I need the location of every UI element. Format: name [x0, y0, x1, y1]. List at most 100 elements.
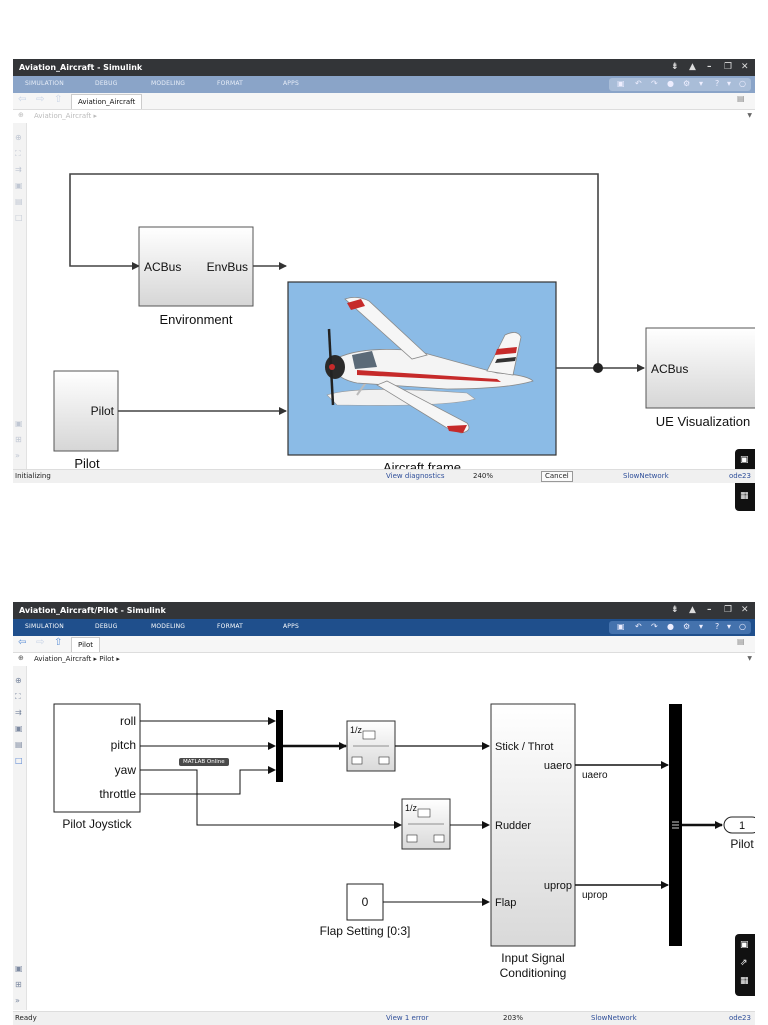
back-icon[interactable]: ⇦: [18, 637, 27, 648]
hierarchy-icon[interactable]: ⊞: [15, 435, 22, 444]
area-icon[interactable]: □: [15, 213, 23, 222]
back-icon[interactable]: ⇦: [18, 94, 27, 105]
tab-simulation[interactable]: SIMULATION: [25, 80, 64, 87]
help-circle-icon[interactable]: ?: [715, 79, 720, 88]
expand-palette-icon[interactable]: »: [15, 996, 20, 1005]
tab-format[interactable]: FORMAT: [217, 80, 244, 87]
browser-icon[interactable]: ▤: [737, 94, 745, 103]
chevron-down-icon[interactable]: ▾: [727, 79, 732, 88]
breadcrumb-dropdown-icon[interactable]: ▼: [747, 112, 752, 119]
settings-icon[interactable]: ⚙: [683, 622, 691, 631]
find-icon[interactable]: ●: [667, 622, 674, 631]
expand-palette-icon[interactable]: »: [15, 451, 20, 460]
throttle-line[interactable]: [140, 766, 276, 795]
annotation-icon[interactable]: ▤: [15, 197, 23, 206]
layout-icon[interactable]: ▾: [699, 79, 704, 88]
breadcrumb-dropdown-icon[interactable]: ▼: [747, 655, 752, 662]
forward-icon[interactable]: ⇨: [36, 637, 45, 648]
tab-debug[interactable]: DEBUG: [95, 80, 118, 87]
tab-apps[interactable]: APPS: [283, 80, 299, 87]
environment-block[interactable]: [138, 226, 254, 307]
help-icon[interactable]: ▲: [689, 605, 696, 615]
image-icon[interactable]: ▣: [15, 181, 23, 190]
solver-status[interactable]: ode23: [729, 472, 751, 480]
pilot-joystick-block[interactable]: [53, 703, 141, 813]
minimize-icon[interactable]: –: [707, 605, 712, 615]
find-icon[interactable]: ●: [667, 79, 674, 88]
expand-icon[interactable]: ○: [739, 79, 746, 88]
tab-format[interactable]: FORMAT: [217, 623, 244, 630]
up-icon[interactable]: ⇧: [54, 94, 63, 105]
yaw-line[interactable]: [140, 769, 402, 829]
arrow-icon[interactable]: ⇉: [15, 708, 22, 717]
input-signal-conditioning-block[interactable]: [490, 703, 576, 947]
expand-icon[interactable]: ○: [739, 622, 746, 631]
title-bar: Aviation_Aircraft - Simulink ⇟ ▲ – ❐ ✕: [13, 59, 755, 76]
print-icon[interactable]: ▣: [740, 940, 749, 950]
fit-icon[interactable]: ⛶: [15, 692, 21, 701]
tab-modeling[interactable]: MODELING: [151, 80, 186, 87]
minimize-icon[interactable]: –: [707, 62, 712, 72]
redo-icon[interactable]: ↷: [651, 622, 658, 631]
tab-debug[interactable]: DEBUG: [95, 623, 118, 630]
view-diagnostics-link[interactable]: View diagnostics: [386, 472, 445, 480]
redo-icon[interactable]: ↷: [651, 79, 658, 88]
undo-icon[interactable]: ↶: [635, 79, 642, 88]
cancel-button[interactable]: Cancel: [541, 471, 573, 482]
zoom-icon[interactable]: ⊕: [15, 676, 22, 685]
save-icon[interactable]: ▣: [617, 622, 625, 631]
tab-apps[interactable]: APPS: [283, 623, 299, 630]
print-icon[interactable]: ▣: [740, 455, 749, 465]
tab-modeling[interactable]: MODELING: [151, 623, 186, 630]
restore-icon[interactable]: ❐: [724, 605, 733, 615]
network-status[interactable]: SlowNetwork: [591, 1014, 637, 1022]
close-icon[interactable]: ✕: [741, 605, 749, 615]
camera-icon[interactable]: ▣: [15, 964, 23, 973]
breadcrumb[interactable]: Aviation_Aircraft ▸ Pilot ▸: [34, 655, 120, 663]
solver-status[interactable]: ode23: [729, 1014, 751, 1022]
network-status[interactable]: SlowNetwork: [623, 472, 669, 480]
forward-icon[interactable]: ⇨: [36, 94, 45, 105]
annotation-icon[interactable]: ▤: [15, 740, 23, 749]
mux-block[interactable]: [276, 710, 283, 782]
breadcrumb[interactable]: Aviation_Aircraft ▸: [34, 112, 97, 120]
model-tab[interactable]: Pilot: [71, 637, 100, 652]
view-error-link[interactable]: View 1 error: [386, 1014, 429, 1022]
up-icon[interactable]: ⇧: [54, 637, 63, 648]
hierarchy-icon[interactable]: ⊞: [15, 980, 22, 989]
settings-icon[interactable]: ⚙: [683, 79, 691, 88]
model-canvas[interactable]: ACBus EnvBus Environment Pilot Pilot: [27, 123, 761, 511]
help-icon[interactable]: ▲: [689, 62, 696, 72]
layout-icon[interactable]: ▾: [699, 622, 704, 631]
hide-explorer-icon[interactable]: ⊕: [18, 111, 24, 119]
pin-icon[interactable]: ⇟: [671, 605, 679, 615]
help-circle-icon[interactable]: ?: [715, 622, 720, 631]
fit-icon[interactable]: ⛶: [15, 149, 21, 158]
restore-icon[interactable]: ❐: [724, 62, 733, 72]
ue-visualization-block[interactable]: [645, 327, 761, 409]
panel-icon[interactable]: ▦: [740, 976, 749, 986]
image-icon[interactable]: ▣: [15, 724, 23, 733]
undo-icon[interactable]: ↶: [635, 622, 642, 631]
area-icon[interactable]: □: [15, 756, 23, 765]
zoom-icon[interactable]: ⊕: [15, 133, 22, 142]
arrow-icon[interactable]: ⇉: [15, 165, 22, 174]
model-tab[interactable]: Aviation_Aircraft: [71, 94, 143, 109]
conditioning-in-flap: Flap: [495, 897, 516, 909]
export-icon[interactable]: ⇗: [740, 958, 748, 968]
camera-icon[interactable]: ▣: [15, 419, 23, 428]
flap-constant-block[interactable]: [346, 883, 384, 921]
branch-point[interactable]: [593, 363, 603, 373]
close-icon[interactable]: ✕: [741, 62, 749, 72]
feedback-line[interactable]: [69, 173, 599, 308]
hide-explorer-icon[interactable]: ⊕: [18, 654, 24, 662]
model-canvas[interactable]: roll pitch yaw throttle Pilot Joystick 1…: [27, 666, 761, 1010]
status-bar: Initializing View diagnostics 240% Cance…: [13, 469, 755, 483]
panel-icon[interactable]: ▦: [740, 491, 749, 501]
tab-simulation[interactable]: SIMULATION: [25, 623, 64, 630]
save-icon[interactable]: ▣: [617, 79, 625, 88]
browser-icon[interactable]: ▤: [737, 637, 745, 646]
pilot-block[interactable]: [53, 370, 119, 452]
chevron-down-icon[interactable]: ▾: [727, 622, 732, 631]
pin-icon[interactable]: ⇟: [671, 62, 679, 72]
